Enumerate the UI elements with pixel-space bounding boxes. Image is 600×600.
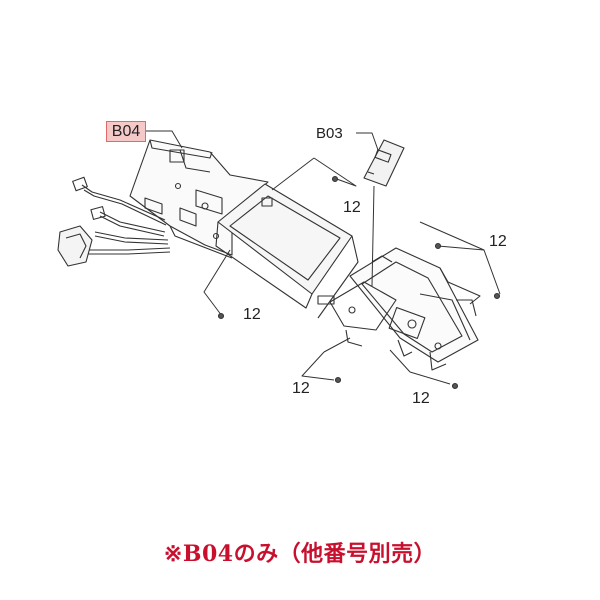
screw-callout-3: 12 xyxy=(243,306,261,323)
leader-lines xyxy=(146,130,501,385)
b03-board-drawing xyxy=(363,139,405,187)
display-panel-drawing xyxy=(215,183,359,319)
part-label-b03: B03 xyxy=(316,125,343,142)
part-label-b04: B04 xyxy=(106,121,146,142)
screw-callout-2: 12 xyxy=(489,233,507,250)
screw-callout-1: 12 xyxy=(343,199,361,216)
screw-callout-5: 12 xyxy=(412,390,430,407)
tray-mechanism-drawing xyxy=(329,247,481,371)
wire-harness-drawing xyxy=(57,176,171,267)
caption-b04-only: ※B04のみ（他番号別売） xyxy=(163,541,437,567)
screw-callout-4: 12 xyxy=(292,380,310,397)
screw-drawings xyxy=(217,175,501,390)
